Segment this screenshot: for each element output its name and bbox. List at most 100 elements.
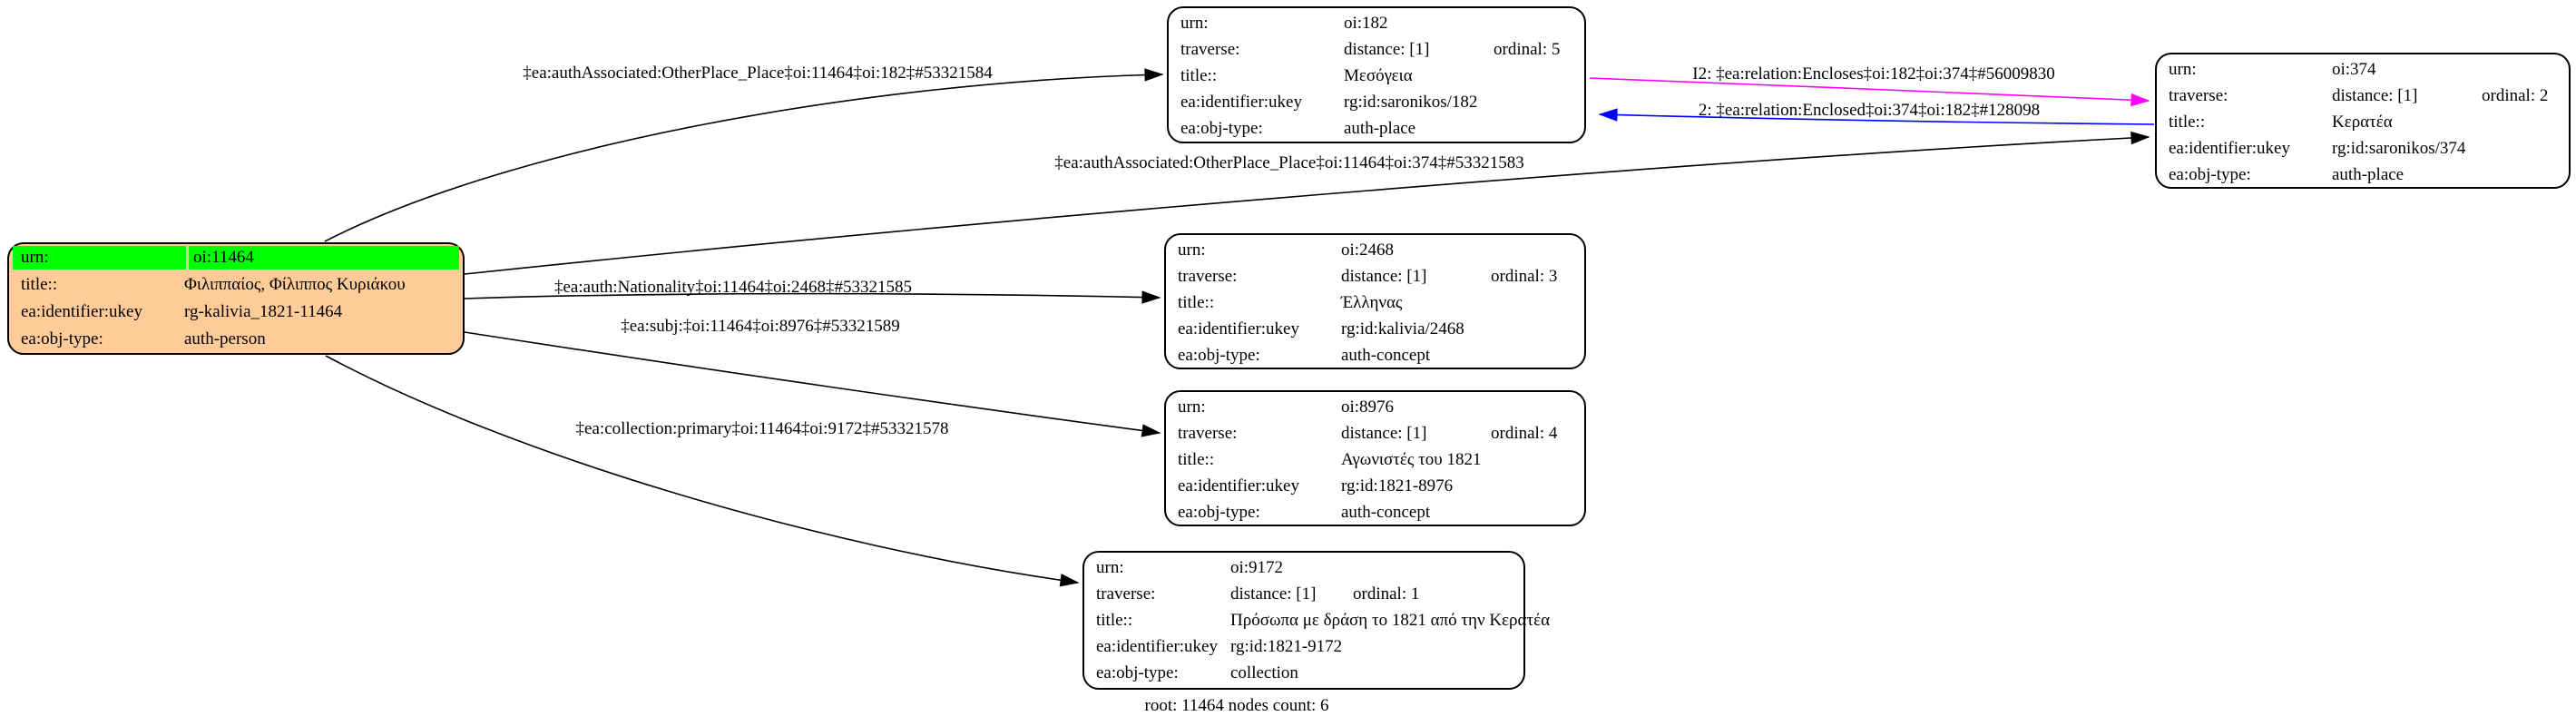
row-value: rg:id:1821-9172 bbox=[1230, 636, 1343, 656]
node-row-title: title:: Πρόσωπα με δράση το 1821 από την… bbox=[1084, 607, 1550, 633]
node-row-identifier: ea:identifier:ukey rg:id:saronikos/374 bbox=[2157, 135, 2569, 162]
row-value: distance: [1] bbox=[1341, 423, 1427, 443]
row-value-ordinal: ordinal: 1 bbox=[1353, 584, 1420, 603]
row-key: urn: bbox=[1178, 397, 1206, 417]
row-value: auth-concept bbox=[1341, 502, 1431, 522]
edge-label-root-to-182: ‡ea:authAssociated:OtherPlace_Place‡oi:1… bbox=[523, 64, 993, 83]
graph-footer-label: root: 11464 nodes count: 6 bbox=[1144, 696, 1329, 715]
node-row-identifier: ea:identifier:ukey rg:id:kalivia/2468 bbox=[1166, 316, 1584, 342]
row-key: ea:obj-type: bbox=[1096, 662, 1179, 682]
edge-root-to-374 bbox=[464, 131, 2150, 275]
row-value: oi:182 bbox=[1344, 13, 1388, 33]
row-value: rg:id:saronikos/374 bbox=[2332, 138, 2466, 158]
row-value: auth-person bbox=[184, 329, 266, 348]
row-key: title:: bbox=[1096, 610, 1133, 630]
row-value: rg:id:1821-8976 bbox=[1341, 476, 1454, 495]
node-row-urn: urn: oi:374 bbox=[2157, 56, 2569, 83]
node-row-title: title:: Μεσόγεια bbox=[1169, 63, 1584, 89]
row-key: urn: bbox=[1180, 13, 1209, 33]
edge-182-encloses-374 bbox=[1589, 77, 2150, 107]
row-key: ea:identifier:ukey bbox=[1178, 319, 1299, 338]
row-value: rg:id:kalivia/2468 bbox=[1341, 319, 1464, 338]
row-value: rg-kalivia_1821-11464 bbox=[184, 302, 343, 321]
row-value: Αγωνιστές του 1821 bbox=[1341, 449, 1482, 469]
node-oi-2468[interactable]: urn: oi:2468 traverse: distance: [1] ord… bbox=[1164, 233, 1586, 369]
node-row-urn: urn: oi:9172 bbox=[1084, 554, 1523, 581]
edge-root-to-2468 bbox=[464, 290, 1161, 304]
row-key: ea:obj-type: bbox=[21, 329, 103, 348]
row-value-ordinal: ordinal: 3 bbox=[1491, 266, 1558, 286]
node-row-traverse: traverse: distance: [1] ordinal: 1 bbox=[1084, 581, 1523, 607]
row-key: title:: bbox=[1178, 449, 1215, 469]
row-value: Μεσόγεια bbox=[1344, 65, 1413, 85]
node-oi-182[interactable]: urn: oi:182 traverse: distance: [1] ordi… bbox=[1167, 6, 1586, 143]
row-key: ea:identifier:ukey bbox=[1178, 476, 1299, 495]
row-key: ea:obj-type: bbox=[1178, 345, 1260, 365]
row-key: traverse: bbox=[2169, 85, 2228, 105]
node-oi-374[interactable]: urn: oi:374 traverse: distance: [1] ordi… bbox=[2155, 53, 2571, 189]
node-row-traverse: traverse: distance: [1] ordinal: 5 bbox=[1169, 36, 1584, 63]
row-key: ea:obj-type: bbox=[2169, 164, 2251, 184]
row-value: auth-place bbox=[1344, 118, 1416, 138]
node-row-objtype: ea:obj-type: auth-concept bbox=[1166, 342, 1584, 368]
node-row-objtype: ea:obj-type: collection bbox=[1084, 660, 1523, 686]
node-row-traverse: traverse: distance: [1] ordinal: 3 bbox=[1166, 263, 1584, 289]
row-key: ea:identifier:ukey bbox=[21, 302, 142, 321]
node-row-identifier: ea:identifier:ukey rg:id:saronikos/182 bbox=[1169, 89, 1584, 115]
edge-label-root-to-8976: ‡ea:subj:‡oi:11464‡oi:8976‡#53321589 bbox=[621, 317, 900, 336]
edge-label-root-to-374: ‡ea:authAssociated:OtherPlace_Place‡oi:1… bbox=[1054, 153, 1524, 172]
row-value: distance: [1] bbox=[1230, 584, 1317, 603]
node-row-traverse: traverse: distance: [1] ordinal: 2 bbox=[2157, 83, 2569, 109]
row-value: oi:11464 bbox=[189, 246, 459, 270]
edge-label-root-to-2468: ‡ea:auth:Nationality‡oi:11464‡oi:2468‡#5… bbox=[553, 278, 913, 297]
row-key: ea:identifier:ukey bbox=[1096, 636, 1218, 656]
row-value: distance: [1] bbox=[2332, 85, 2418, 105]
node-row-title: title:: Έλληνας bbox=[1166, 289, 1584, 316]
node-oi-11464[interactable]: urn: oi:11464 title:: Φιλιππαίος, Φίλιππ… bbox=[7, 242, 465, 355]
row-key: urn: bbox=[1096, 557, 1124, 577]
row-key: title:: bbox=[2169, 112, 2206, 132]
row-value: collection bbox=[1230, 662, 1298, 682]
row-value: oi:2468 bbox=[1341, 240, 1395, 260]
row-value: distance: [1] bbox=[1341, 266, 1427, 286]
node-row-title: title:: Κερατέα bbox=[2157, 109, 2569, 135]
row-key: title:: bbox=[21, 275, 58, 294]
row-key: traverse: bbox=[1178, 266, 1238, 286]
row-value: Φιλιππαίος, Φίλιππος Κυριάκου bbox=[184, 275, 406, 294]
node-row-objtype: ea:obj-type: auth-concept bbox=[1166, 499, 1584, 525]
row-value: rg:id:saronikos/182 bbox=[1344, 92, 1478, 112]
node-oi-8976[interactable]: urn: oi:8976 traverse: distance: [1] ord… bbox=[1164, 390, 1586, 526]
row-value: distance: [1] bbox=[1344, 39, 1430, 59]
row-value: Έλληνας bbox=[1341, 292, 1403, 312]
row-key: traverse: bbox=[1178, 423, 1238, 443]
edge-label-encloses: I2: ‡ea:relation:Encloses‡oi:182‡oi:374‡… bbox=[1692, 64, 2055, 83]
node-row-urn: urn: oi:2468 bbox=[1166, 237, 1584, 263]
row-key: traverse: bbox=[1180, 39, 1240, 59]
row-key: title:: bbox=[1180, 65, 1218, 85]
row-key: ea:identifier:ukey bbox=[2169, 138, 2290, 158]
row-value: Κερατέα bbox=[2332, 112, 2393, 132]
node-oi-9172[interactable]: urn: oi:9172 traverse: distance: [1] ord… bbox=[1082, 551, 1550, 690]
edge-label-root-to-9172: ‡ea:collection:primary‡oi:11464‡oi:9172‡… bbox=[575, 419, 949, 438]
edge-root-to-182 bbox=[324, 68, 1164, 242]
row-key: ea:identifier:ukey bbox=[1180, 92, 1302, 112]
node-row-urn: urn: oi:8976 bbox=[1166, 394, 1584, 420]
row-key: urn: bbox=[2169, 59, 2197, 79]
row-key: urn: bbox=[1178, 240, 1206, 260]
row-value: oi:8976 bbox=[1341, 397, 1395, 417]
row-key: ea:obj-type: bbox=[1178, 502, 1260, 522]
node-row-identifier: ea:identifier:ukey rg:id:1821-9172 bbox=[1084, 633, 1523, 660]
node-row-objtype: ea:obj-type: auth-place bbox=[2157, 162, 2569, 188]
row-value: oi:9172 bbox=[1230, 557, 1284, 577]
node-row-title: title:: Αγωνιστές του 1821 bbox=[1166, 446, 1584, 473]
node-row-objtype: ea:obj-type: auth-person bbox=[9, 326, 463, 353]
node-row-identifier: ea:identifier:ukey rg-kalivia_1821-11464 bbox=[9, 299, 463, 326]
row-value: auth-place bbox=[2332, 164, 2405, 184]
node-row-identifier: ea:identifier:ukey rg:id:1821-8976 bbox=[1166, 473, 1584, 499]
row-value: auth-concept bbox=[1341, 345, 1431, 365]
row-value-ordinal: ordinal: 4 bbox=[1491, 423, 1558, 443]
row-value: oi:374 bbox=[2332, 59, 2376, 79]
row-key: urn: bbox=[13, 246, 186, 270]
edge-374-enclosed-182 bbox=[1598, 108, 2155, 125]
